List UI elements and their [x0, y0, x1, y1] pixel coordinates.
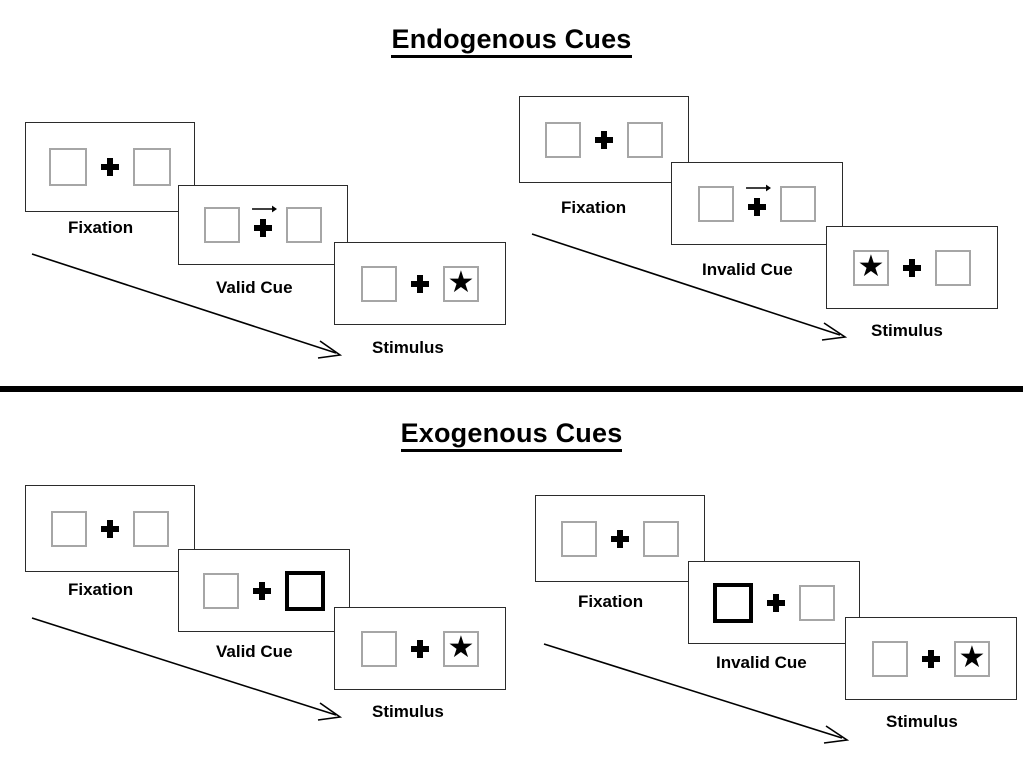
placeholder-box-right: [627, 121, 663, 158]
placeholder-box-right: [780, 185, 816, 222]
stage-label-endogenous-invalid-fixation: Fixation: [561, 198, 627, 217]
placeholder-box-left: [361, 265, 397, 302]
right-arrow-cue-icon: [746, 184, 772, 191]
stage-label-exogenous-invalid-fixation: Fixation: [578, 592, 644, 611]
cue-box-right-highlighted: [285, 570, 325, 611]
placeholder-box-left: [872, 640, 908, 677]
stage-label-exogenous-invalid-cue: Invalid Cue: [716, 653, 807, 672]
frame-endogenous-invalid-stimulus: ★: [826, 226, 998, 309]
placeholder-box-left: [561, 520, 597, 557]
fixation-cross-slot: [753, 580, 799, 626]
frame-exogenous-valid-fixation: [25, 485, 195, 572]
frame-content: [203, 568, 325, 614]
fixation-cross-slot: [397, 626, 443, 672]
fixation-cross-slot: [908, 636, 954, 682]
diagonal-time-arrow-exogenous-invalid: [543, 643, 850, 744]
stage-label-exogenous-invalid-stimulus: Stimulus: [886, 712, 958, 731]
diagonal-time-arrow-endogenous-invalid: [531, 233, 848, 341]
placeholder-box-left: [204, 207, 240, 243]
frame-endogenous-valid-stimulus: ★: [334, 242, 506, 325]
frame-exogenous-invalid-cue: [688, 561, 860, 644]
frame-content: ★: [872, 636, 990, 682]
stage-label-exogenous-valid-fixation: Fixation: [68, 580, 134, 599]
frame-content: [545, 117, 663, 163]
fixation-cross-slot: [397, 261, 443, 307]
frame-exogenous-invalid-stimulus: ★: [845, 617, 1017, 700]
placeholder-box-right: [643, 520, 679, 557]
plus-cross-icon: [253, 581, 271, 600]
plus-cross-icon: [411, 274, 429, 293]
frame-exogenous-valid-cue: [178, 549, 350, 632]
frame-endogenous-invalid-fixation: [519, 96, 689, 183]
stage-label-endogenous-invalid-stimulus: Stimulus: [871, 321, 943, 340]
frame-content: ★: [853, 245, 971, 291]
placeholder-box-right: [133, 510, 169, 547]
fixation-cross-slot: [597, 516, 643, 562]
plus-cross-icon: [767, 593, 785, 612]
diagonal-time-arrow-exogenous-valid: [31, 617, 343, 721]
fixation-cross-slot: [889, 245, 935, 291]
frame-content: [561, 516, 679, 562]
frame-exogenous-valid-stimulus: ★: [334, 607, 506, 690]
star-icon: ★: [958, 640, 986, 674]
placeholder-box-right: [286, 207, 322, 243]
placeholder-box-left: [361, 630, 397, 667]
frame-content: [51, 506, 169, 552]
placeholder-box-left: [203, 572, 239, 609]
target-box-right: ★: [443, 630, 479, 667]
frame-endogenous-valid-fixation: [25, 122, 195, 212]
star-icon: ★: [857, 249, 885, 283]
placeholder-box-right: [799, 584, 835, 621]
plus-cross-icon: [101, 158, 119, 176]
target-box-left: ★: [853, 249, 889, 286]
frame-content: [204, 202, 322, 248]
diagonal-time-arrow-endogenous-valid: [31, 253, 343, 359]
plus-cross-icon: [101, 519, 119, 538]
section-title-exogenous-text: Exogenous Cues: [400, 418, 623, 452]
cue-box-left-highlighted: [713, 582, 753, 623]
stage-label-exogenous-valid-cue: Valid Cue: [216, 642, 293, 661]
frame-exogenous-invalid-fixation: [535, 495, 705, 582]
plus-cross-icon: [903, 258, 921, 277]
stage-label-endogenous-valid-fixation: Fixation: [68, 218, 134, 237]
placeholder-box-left: [51, 510, 87, 547]
frame-content: [49, 144, 171, 190]
section-title-exogenous: Exogenous Cues: [0, 418, 1023, 452]
stage-label-endogenous-invalid-cue: Invalid Cue: [702, 260, 793, 279]
placeholder-box-left: [49, 148, 87, 186]
section-divider: [0, 386, 1023, 392]
fixation-cross-slot: [734, 181, 780, 227]
target-box-right: ★: [954, 640, 990, 677]
frame-content: [698, 181, 816, 227]
right-arrow-cue-icon: [252, 205, 278, 213]
plus-cross-icon: [411, 639, 429, 658]
placeholder-box-left: [545, 121, 581, 158]
stage-label-endogenous-valid-stimulus: Stimulus: [372, 338, 444, 357]
plus-cross-icon: [595, 130, 613, 149]
fixation-cross-slot: [87, 506, 133, 552]
star-icon: ★: [447, 630, 475, 664]
plus-cross-icon: [748, 197, 766, 216]
frame-content: ★: [361, 626, 479, 672]
fixation-cross-slot: [87, 144, 133, 190]
frame-content: ★: [361, 261, 479, 307]
plus-cross-icon: [254, 219, 272, 237]
frame-endogenous-valid-cue: [178, 185, 348, 265]
frame-content: [713, 580, 835, 626]
plus-cross-icon: [922, 649, 940, 668]
placeholder-box-right: [935, 249, 971, 286]
section-title-endogenous-text: Endogenous Cues: [391, 24, 632, 58]
target-box-right: ★: [443, 265, 479, 302]
fixation-cross-slot: [239, 568, 285, 614]
placeholder-box-left: [698, 185, 734, 222]
placeholder-box-right: [133, 148, 171, 186]
fixation-cross-slot: [240, 202, 286, 248]
stage-label-endogenous-valid-cue: Valid Cue: [216, 278, 293, 297]
section-title-endogenous: Endogenous Cues: [0, 24, 1023, 58]
fixation-cross-slot: [581, 117, 627, 163]
plus-cross-icon: [611, 529, 629, 548]
star-icon: ★: [447, 265, 475, 299]
stage-label-exogenous-valid-stimulus: Stimulus: [372, 702, 444, 721]
frame-endogenous-invalid-cue: [671, 162, 843, 245]
